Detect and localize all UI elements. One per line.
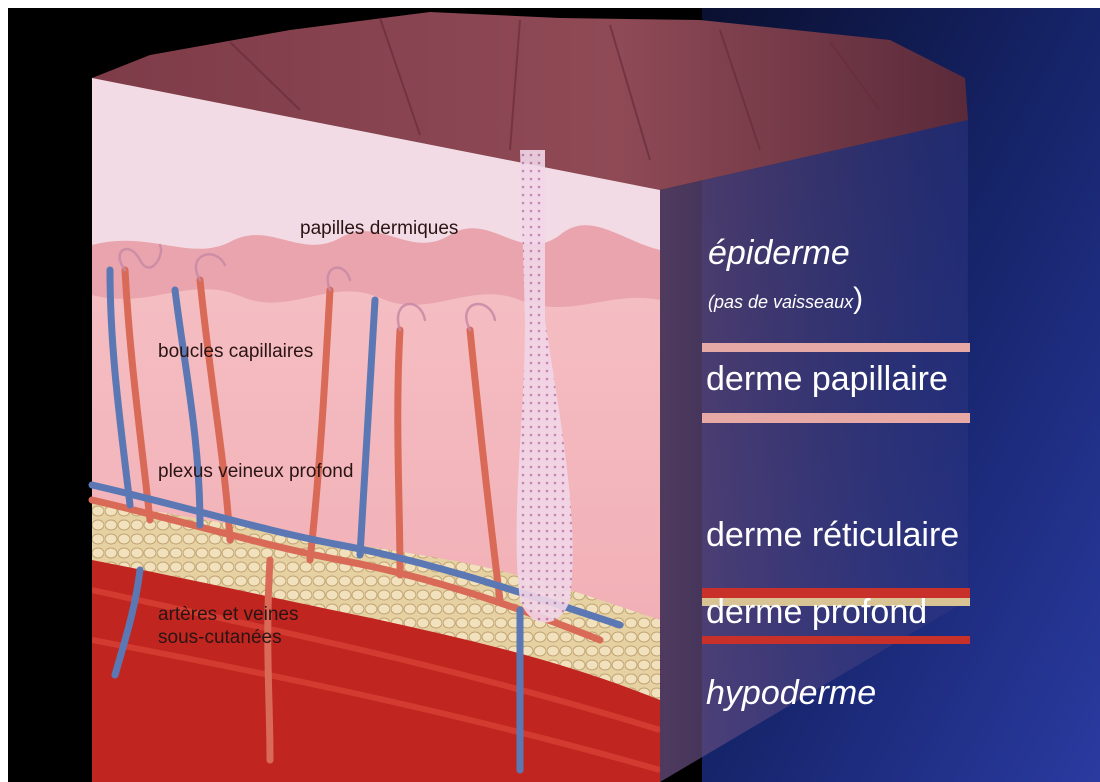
layer-label-epiderme: épiderme (708, 234, 850, 272)
label-boucles-capillaires: boucles capillaires (158, 341, 313, 362)
label-arteres-veines-line1: artères et veines (158, 604, 298, 625)
note-text: pas de vaisseaux (713, 292, 854, 312)
layer-label-derme-reticulaire: derme réticulaire (706, 516, 959, 554)
layer-label-hypoderme: hypoderme (706, 674, 876, 712)
layer-label-derme-profond: derme profond (706, 593, 927, 631)
label-plexus-veineux-profond: plexus veineux profond (158, 461, 353, 482)
band-papillary-top (702, 343, 970, 352)
label-arteres-veines-line2: sous-cutanées (158, 627, 282, 648)
layer-label-derme-papillaire: derme papillaire (706, 360, 948, 398)
note-paren-close: ) (853, 282, 863, 315)
label-papilles-dermiques: papilles dermiques (300, 218, 458, 239)
band-hypo-red (702, 636, 970, 644)
band-papillary-bottom (702, 413, 970, 423)
